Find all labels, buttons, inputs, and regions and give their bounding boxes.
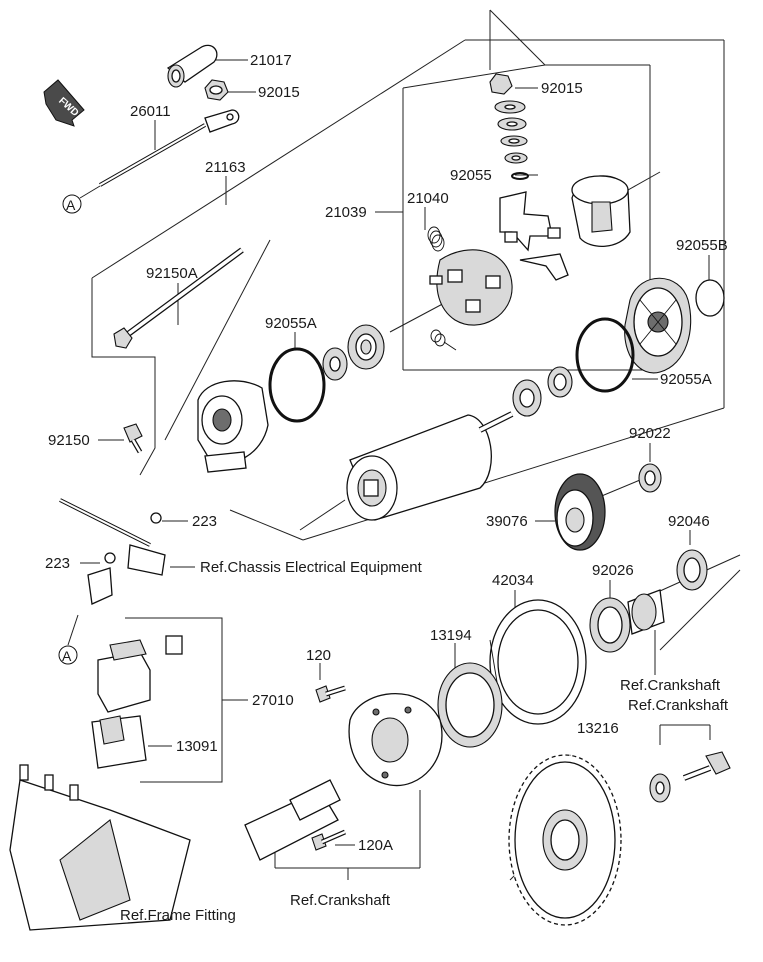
washer-92026 (589, 597, 631, 653)
label-92022: 92022 (629, 425, 671, 442)
starter-relay-27010 (97, 635, 183, 713)
cable-26011 (99, 109, 240, 187)
marker-a-top: A (62, 185, 101, 214)
end-cover-clip (571, 175, 631, 248)
washer-92022 (638, 463, 662, 493)
rubber-cap-21017 (166, 44, 218, 88)
spring-lower (430, 329, 457, 351)
label-92046: 92046 (668, 513, 710, 530)
rear-housing (624, 277, 692, 374)
relay-wiring (59, 498, 166, 605)
brush-holder (429, 249, 513, 326)
o-ring-92055B (695, 279, 725, 317)
ref-crankshaft-bottom: Ref.Crankshaft (290, 892, 391, 909)
label-92015-top: 92015 (258, 84, 300, 101)
label-21039: 21039 (325, 204, 367, 221)
relay-cover-13091 (91, 715, 147, 769)
marker-a-bottom: A (58, 645, 78, 665)
bolt-120A (311, 829, 346, 851)
label-223-left: 223 (45, 555, 70, 572)
label-13194: 13194 (430, 627, 472, 644)
ref-chassis-electrical: Ref.Chassis Electrical Equipment (200, 559, 423, 576)
label-92150A: 92150A (146, 265, 198, 282)
label-92026: 92026 (592, 562, 634, 579)
nut-92015-top (204, 79, 229, 101)
svg-text:A: A (62, 648, 72, 664)
brush-holder-plate (499, 191, 569, 281)
label-120A: 120A (358, 837, 393, 854)
one-way-clutch-13194 (437, 662, 503, 748)
bearing-left (347, 324, 385, 370)
part-labels: 21017 92015 26011 21163 92015 92055 2104… (45, 52, 728, 854)
washer-right-bolt (649, 773, 671, 803)
idle-gear-39076 (554, 473, 606, 551)
label-120: 120 (306, 647, 331, 664)
label-13091: 13091 (176, 738, 218, 755)
label-21163: 21163 (205, 159, 246, 176)
gear-13216 (508, 754, 622, 926)
label-21017: 21017 (250, 52, 292, 69)
label-21040: 21040 (407, 190, 449, 207)
label-92015-right: 92015 (541, 80, 583, 97)
ref-crankshaft-right: Ref.Crankshaft (628, 697, 729, 714)
bolt-120 (315, 685, 346, 703)
frame-fitting (9, 764, 191, 931)
o-ring-92055A-left (268, 347, 326, 423)
bolt-92150 (123, 423, 143, 454)
label-92055A-right: 92055A (660, 371, 712, 388)
collar (627, 589, 665, 635)
clutch-housing-42034 (489, 599, 587, 725)
label-223-top: 223 (192, 513, 217, 530)
clutch-hub (348, 693, 443, 787)
label-92150: 92150 (48, 432, 90, 449)
label-27010: 27010 (252, 692, 294, 709)
bearing-center (512, 366, 573, 417)
label-92055A-left: 92055A (265, 315, 317, 332)
starter-motor-body (346, 411, 514, 521)
svg-text:A: A (66, 197, 76, 213)
label-26011: 26011 (130, 103, 171, 120)
ref-frame-fitting: Ref.Frame Fitting (120, 907, 236, 924)
o-ring-92055A-right (575, 317, 635, 393)
label-13216: 13216 (577, 720, 619, 737)
spring-21040 (427, 226, 445, 252)
label-39076: 39076 (486, 513, 528, 530)
reference-labels: Ref.Chassis Electrical Equipment Ref.Cra… (120, 559, 729, 924)
fwd-arrow-icon: FWD (43, 79, 85, 127)
nut-washer-stack (489, 73, 529, 180)
label-92055B: 92055B (676, 237, 728, 254)
bolt-92150A (113, 247, 244, 349)
label-92055: 92055 (450, 167, 492, 184)
bolt-right (682, 751, 731, 781)
front-cover (197, 380, 269, 473)
needle-bearing-92046 (676, 549, 708, 591)
ref-crankshaft-upper: Ref.Crankshaft (620, 677, 721, 694)
washer-left (322, 347, 348, 381)
label-42034: 42034 (492, 572, 534, 589)
crankshaft-end (244, 779, 341, 861)
